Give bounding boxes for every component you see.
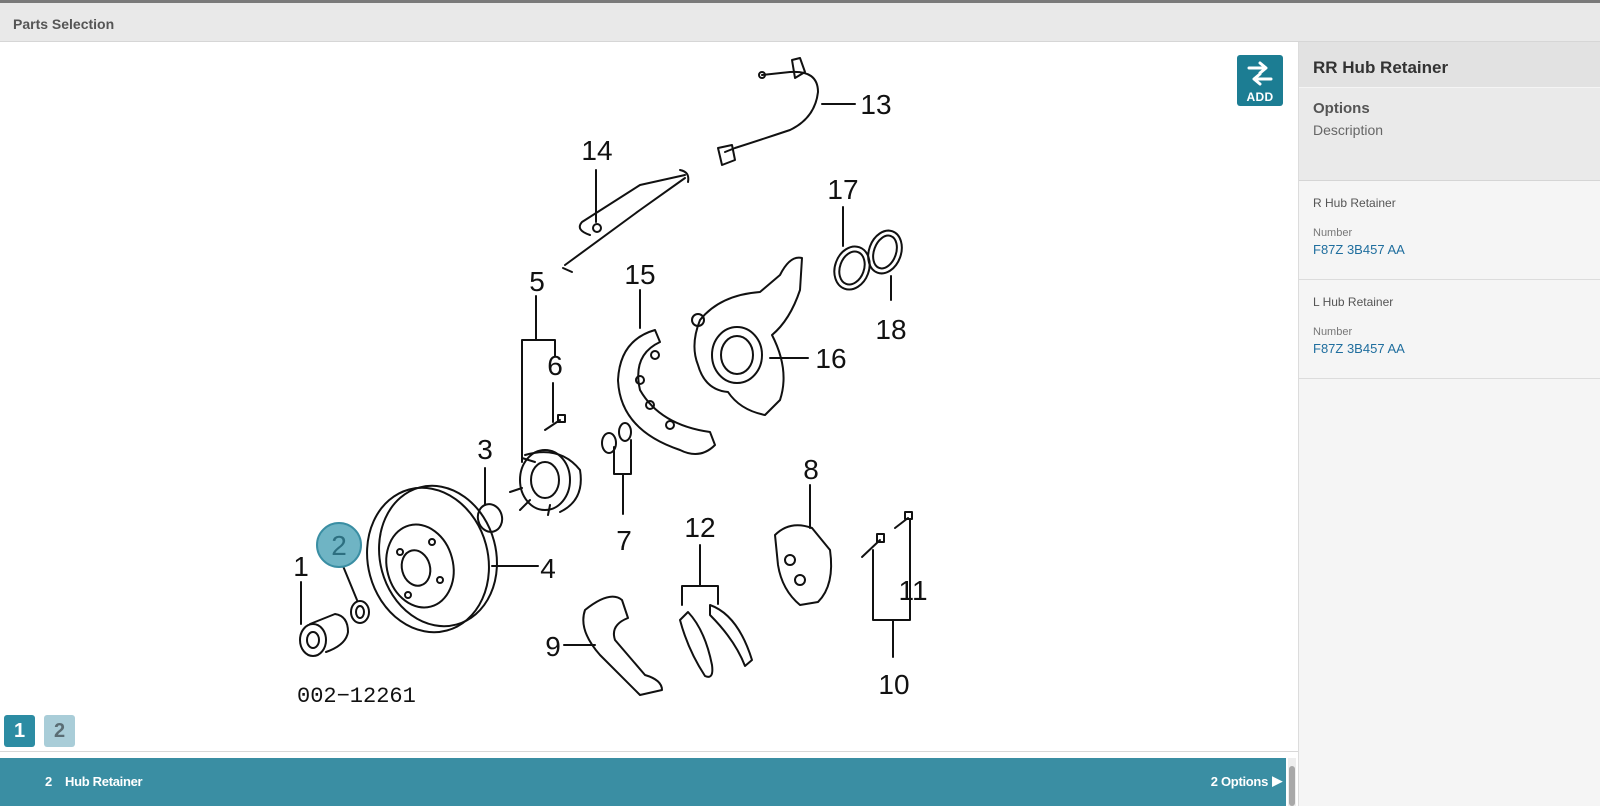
option-number-label: Number: [1313, 326, 1353, 338]
callout-1[interactable]: 1: [293, 551, 309, 582]
add-button[interactable]: ADD: [1237, 55, 1283, 106]
sidebar-header: RR Hub Retainer: [1299, 42, 1600, 87]
part-seal-18[interactable]: [862, 226, 907, 278]
chevron-right-icon: ▶: [1272, 773, 1282, 788]
part-row-options[interactable]: 2 Options▶: [1210, 773, 1283, 789]
callout-highlight: [316, 522, 362, 568]
part-brake-pads[interactable]: [679, 604, 753, 678]
part-bolt-10[interactable]: [861, 533, 885, 558]
part-oring-3[interactable]: [475, 501, 505, 534]
options-sidebar: RR Hub Retainer Options Description R Hu…: [1299, 42, 1600, 806]
callout-11[interactable]: 11: [898, 575, 927, 606]
callout-5[interactable]: 5: [529, 266, 545, 297]
callout-17[interactable]: 17: [827, 174, 858, 205]
callout-9[interactable]: 9: [545, 631, 561, 662]
part-steering-knuckle[interactable]: [691, 256, 803, 416]
callout-13[interactable]: 13: [860, 89, 891, 120]
page-button-1[interactable]: 1: [4, 715, 35, 747]
description-header: Description: [1313, 122, 1384, 138]
option-item-l-hub-retainer[interactable]: L Hub Retainer Number F87Z 3B457 AA: [1299, 280, 1600, 379]
part-bushing-1[interactable]: [299, 613, 349, 657]
add-button-label: ADD: [1246, 90, 1274, 104]
part-brake-line[interactable]: [562, 169, 690, 273]
part-row-options-label: 2 Options: [1210, 774, 1269, 789]
option-part-number[interactable]: F87Z 3B457 AA: [1313, 242, 1405, 257]
part-row-name: Hub Retainer: [65, 774, 143, 789]
option-part-number[interactable]: F87Z 3B457 AA: [1313, 341, 1405, 356]
part-brake-rotor[interactable]: [351, 472, 512, 646]
page-header: Parts Selection: [0, 3, 1600, 42]
window-top-border: [0, 0, 1600, 3]
callout-18[interactable]: 18: [875, 314, 906, 345]
callout-7[interactable]: 7: [616, 525, 632, 556]
callout-10[interactable]: 10: [878, 669, 909, 700]
part-hub-retainer[interactable]: [350, 600, 370, 624]
option-number-label: Number: [1313, 227, 1353, 239]
scrollbar-thumb[interactable]: [1289, 766, 1295, 806]
option-item-r-hub-retainer[interactable]: R Hub Retainer Number F87Z 3B457 AA: [1299, 181, 1600, 280]
callout-14[interactable]: 14: [581, 135, 612, 166]
sidebar-title: RR Hub Retainer: [1313, 58, 1449, 77]
part-seal-17[interactable]: [829, 242, 876, 295]
part-hub-bearing[interactable]: [509, 449, 582, 516]
callout-3[interactable]: 3: [477, 434, 493, 465]
page-title: Parts Selection: [13, 16, 115, 32]
part-ring-7[interactable]: [601, 422, 632, 454]
swap-arrows-icon: [1247, 61, 1273, 86]
callout-15[interactable]: 15: [624, 259, 655, 290]
divider: [0, 751, 1298, 752]
part-bolt-11[interactable]: [894, 511, 913, 529]
part-row-hub-retainer[interactable]: 2 Hub Retainer 2 Options▶: [0, 758, 1286, 806]
option-name: R Hub Retainer: [1313, 196, 1396, 210]
main-panel: 1 2 3 4 5 6 7 8 9 10 11 12 13 14 15 16 1…: [0, 42, 1299, 806]
callout-2[interactable]: 2: [331, 530, 347, 561]
parts-diagram: 1 2 3 4 5 6 7 8 9 10 11 12 13 14 15 16 1…: [293, 57, 928, 709]
callout-6[interactable]: 6: [547, 350, 563, 381]
part-bolt-6[interactable]: [544, 414, 566, 431]
callout-16[interactable]: 16: [815, 343, 846, 374]
part-row-number: 2: [45, 774, 52, 789]
page-button-2[interactable]: 2: [44, 715, 75, 747]
option-name: L Hub Retainer: [1313, 295, 1394, 309]
callout-4[interactable]: 4: [540, 553, 556, 584]
part-caliper-bracket[interactable]: [582, 595, 663, 696]
figure-code: 002−12261: [297, 684, 416, 709]
part-brake-caliper[interactable]: [774, 524, 833, 606]
sidebar-column-headers: Options Description: [1299, 88, 1600, 181]
options-header: Options: [1313, 100, 1370, 117]
callout-8[interactable]: 8: [803, 454, 819, 485]
callout-12[interactable]: 12: [684, 512, 715, 543]
part-dust-shield[interactable]: [617, 329, 716, 455]
part-brake-hose[interactable]: [717, 57, 819, 166]
